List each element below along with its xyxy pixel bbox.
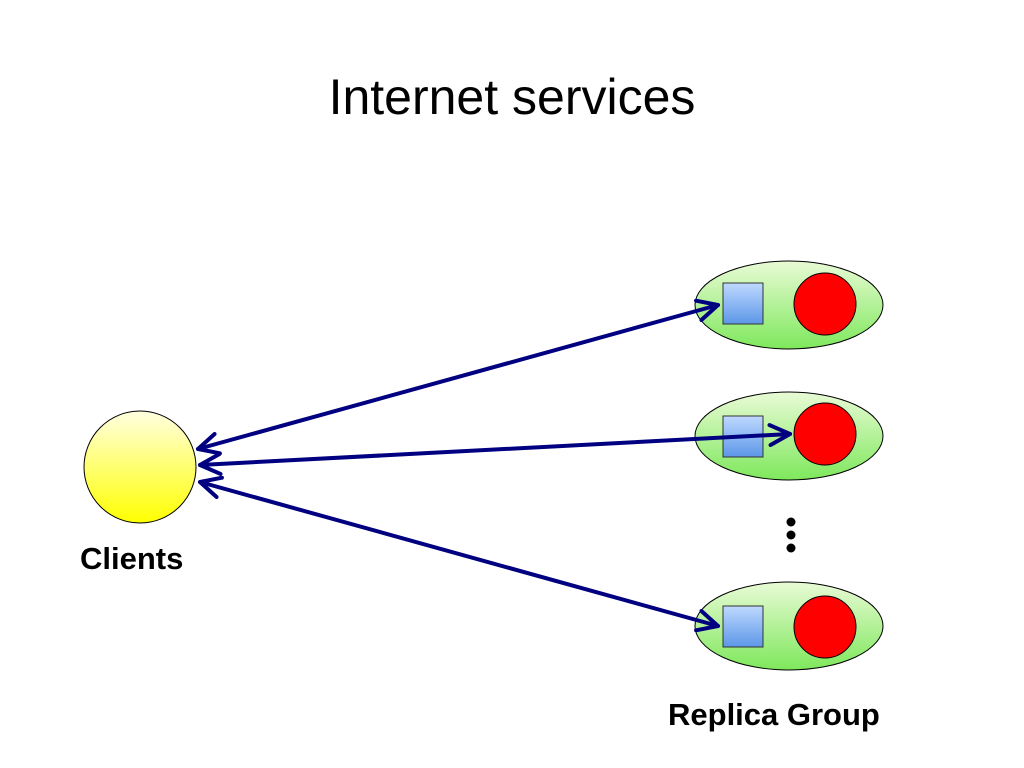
database-circle-icon bbox=[793, 272, 857, 336]
database-circle-icon bbox=[793, 595, 857, 659]
slide-title: Internet services bbox=[328, 69, 696, 125]
replica-node-1 bbox=[694, 260, 884, 350]
arrow-client-replica-1 bbox=[196, 298, 720, 456]
clients-label: Clients bbox=[80, 541, 184, 576]
client-node bbox=[83, 410, 197, 524]
arrow-client-replica-3 bbox=[198, 475, 720, 633]
vertical-ellipsis-icon bbox=[786, 517, 796, 553]
replica-node-3 bbox=[694, 581, 884, 671]
server-square-icon bbox=[722, 282, 764, 325]
server-square-icon bbox=[722, 605, 764, 648]
arrow-client-replica-2 bbox=[198, 423, 792, 476]
replica-group-label: Replica Group bbox=[668, 697, 880, 732]
database-circle-icon bbox=[793, 402, 857, 466]
